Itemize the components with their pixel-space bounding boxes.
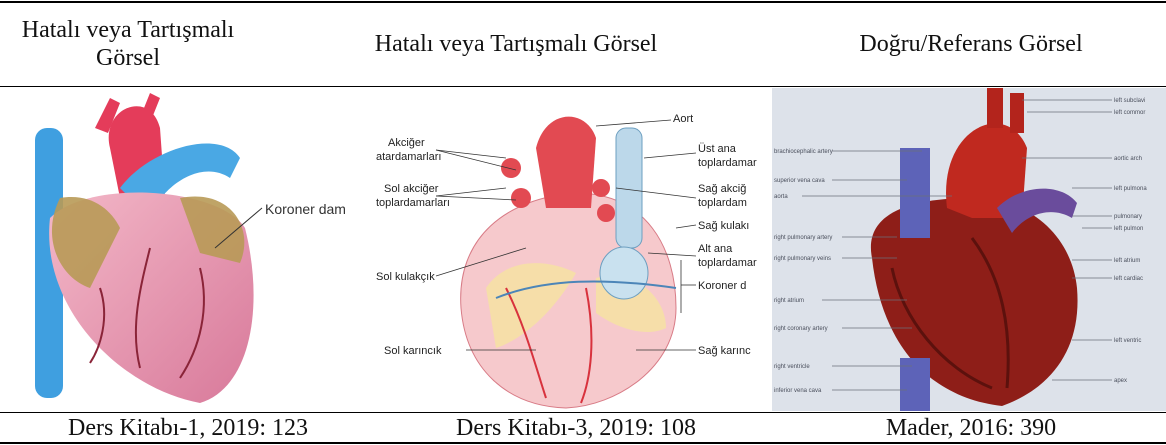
figure-heart-textbook-1: Koroner dam <box>0 88 376 411</box>
label-sag-akciger-2: toplardam <box>698 197 747 209</box>
vessel-shape <box>501 158 521 178</box>
label-sag-karincik: Sağ karınc <box>698 345 751 357</box>
caption-col-1: Ders Kitabı-1, 2019: 123 <box>0 414 376 442</box>
label-sag-akciger-1: Sağ akciğ <box>698 183 746 195</box>
header-col-3: Doğru/Referans Görsel <box>776 4 1166 84</box>
label-left-8: inferior vena cava <box>774 388 822 394</box>
label-right-6: left atrium <box>1114 258 1140 264</box>
label-right-3: left pulmona <box>1114 186 1147 192</box>
label-ust-ana-1: Üst ana <box>698 143 737 155</box>
figure-heart-textbook-3: Aort Akciğer atardamarları Üst ana topla… <box>376 88 776 411</box>
label-right-8: left ventric <box>1114 338 1141 344</box>
header-col-1: Hatalı veya Tartışmalı Görsel <box>0 4 256 84</box>
label-sol-kulakcik: Sol kulakçık <box>376 271 435 283</box>
label-right-2: aortic arch <box>1114 156 1142 162</box>
vessel-shape <box>592 179 610 197</box>
caption-col-2: Ders Kitabı-3, 2019: 108 <box>376 414 776 442</box>
header-col-2: Hatalı veya Tartışmalı Görsel <box>256 4 776 84</box>
label-alt-ana-2: toplardamar <box>698 257 757 269</box>
table-top-rule <box>0 1 1166 3</box>
caption-rule <box>0 412 1166 413</box>
header-rule <box>0 86 1166 87</box>
label-right-7: left cardiac <box>1114 276 1143 282</box>
label-sag-kulakcik: Sağ kulakı <box>698 220 749 232</box>
aorta-shape <box>536 117 596 208</box>
label-ust-ana-2: toplardamar <box>698 157 757 169</box>
table-bottom-rule <box>0 442 1166 444</box>
label-left-5: right atrium <box>774 298 804 304</box>
label-alt-ana-1: Alt ana <box>698 243 733 255</box>
label-sol-karincik: Sol karıncık <box>384 345 442 357</box>
label-right-0: left subclavi <box>1114 98 1145 104</box>
label-right-4: pulmonary <box>1114 214 1142 220</box>
label-right-9: apex <box>1114 378 1127 384</box>
vessel-shape <box>511 188 531 208</box>
label-akciger-1: Akciğer <box>388 137 425 149</box>
label-left-6: right coronary artery <box>774 326 828 332</box>
aorta-branch-shape <box>987 88 1003 128</box>
label-left-3: right pulmonary artery <box>774 235 832 241</box>
label-akciger-2: atardamarları <box>376 151 441 163</box>
label-left-1: superior vena cava <box>774 178 825 184</box>
label-left-2: aorta <box>774 194 788 200</box>
label-aort: Aort <box>673 113 693 125</box>
label-right-5: left pulmon <box>1114 226 1143 232</box>
aorta-branch-shape <box>1010 93 1024 133</box>
vessel-shape <box>597 204 615 222</box>
label-koroner: Koroner d <box>698 280 746 292</box>
figure-heart-reference: brachiocephalic artery superior vena cav… <box>772 88 1166 411</box>
vena-cava-shape <box>616 128 642 248</box>
label-left-4: right pulmonary veins <box>774 256 831 262</box>
label-sol-akciger-2: toplardamarları <box>376 197 450 209</box>
caption-col-3: Mader, 2016: 390 <box>776 414 1166 442</box>
label-sol-akciger-1: Sol akciğer <box>384 183 439 195</box>
label-left-0: brachiocephalic artery <box>774 149 833 155</box>
inferior-vena-cava-shape <box>600 247 648 299</box>
superior-vena-cava-shape <box>900 148 930 238</box>
figure1-label-koroner: Koroner dam <box>265 201 346 217</box>
label-right-1: left commor <box>1114 110 1145 116</box>
label-left-7: right ventricle <box>774 364 810 370</box>
